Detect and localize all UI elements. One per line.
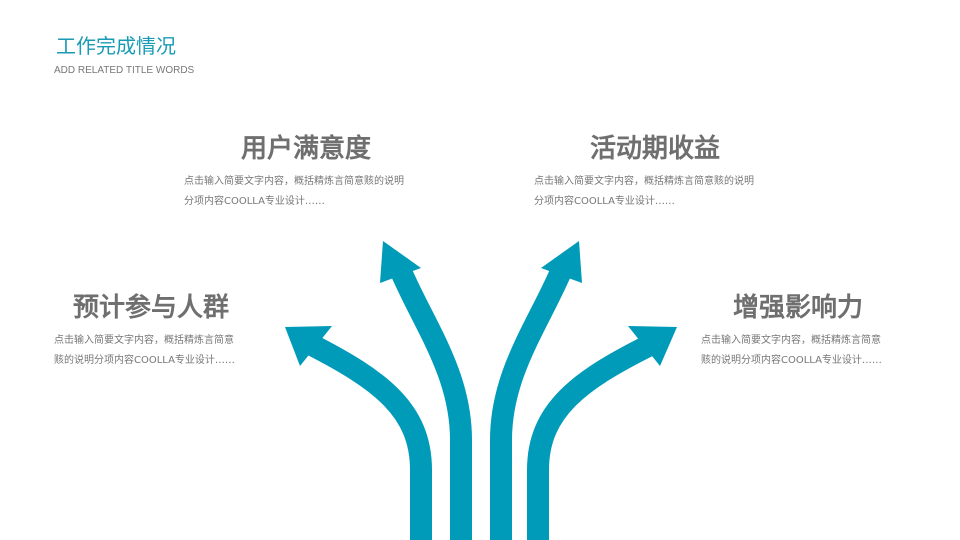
item-desc-satisfaction: 点击输入简要文字内容，概括精炼言简意赅的说明分项内容COOLLA专业设计…… — [184, 176, 404, 207]
arrow-head-2 — [380, 241, 421, 283]
arrow-shaft-3 — [490, 257, 576, 540]
arrow-head-4 — [628, 326, 677, 366]
arrow-shaft-4 — [527, 335, 655, 540]
item-title-influence: 增强影响力 — [733, 293, 864, 323]
arrow-shaft-2 — [386, 257, 472, 540]
page-subtitle: ADD RELATED TITLE WORDS — [54, 65, 195, 76]
item-desc-participants: 点击输入简要文字内容，概括精炼言简意赅的说明分项内容COOLLA专业设计…… — [54, 335, 235, 366]
page-title: 工作完成情况 — [56, 34, 176, 58]
item-desc-revenue: 点击输入简要文字内容，概括精炼言简意赅的说明分项内容COOLLA专业设计…… — [534, 176, 754, 207]
item-desc-influence: 点击输入简要文字内容，概括精炼言简意赅的说明分项内容COOLLA专业设计…… — [701, 335, 882, 366]
item-title-satisfaction: 用户满意度 — [241, 134, 372, 164]
item-title-revenue: 活动期收益 — [590, 134, 721, 164]
item-title-participants: 预计参与人群 — [73, 293, 230, 323]
arrow-shaft-1 — [306, 335, 432, 540]
arrow-head-1 — [285, 326, 332, 366]
arrow-head-3 — [541, 241, 582, 283]
